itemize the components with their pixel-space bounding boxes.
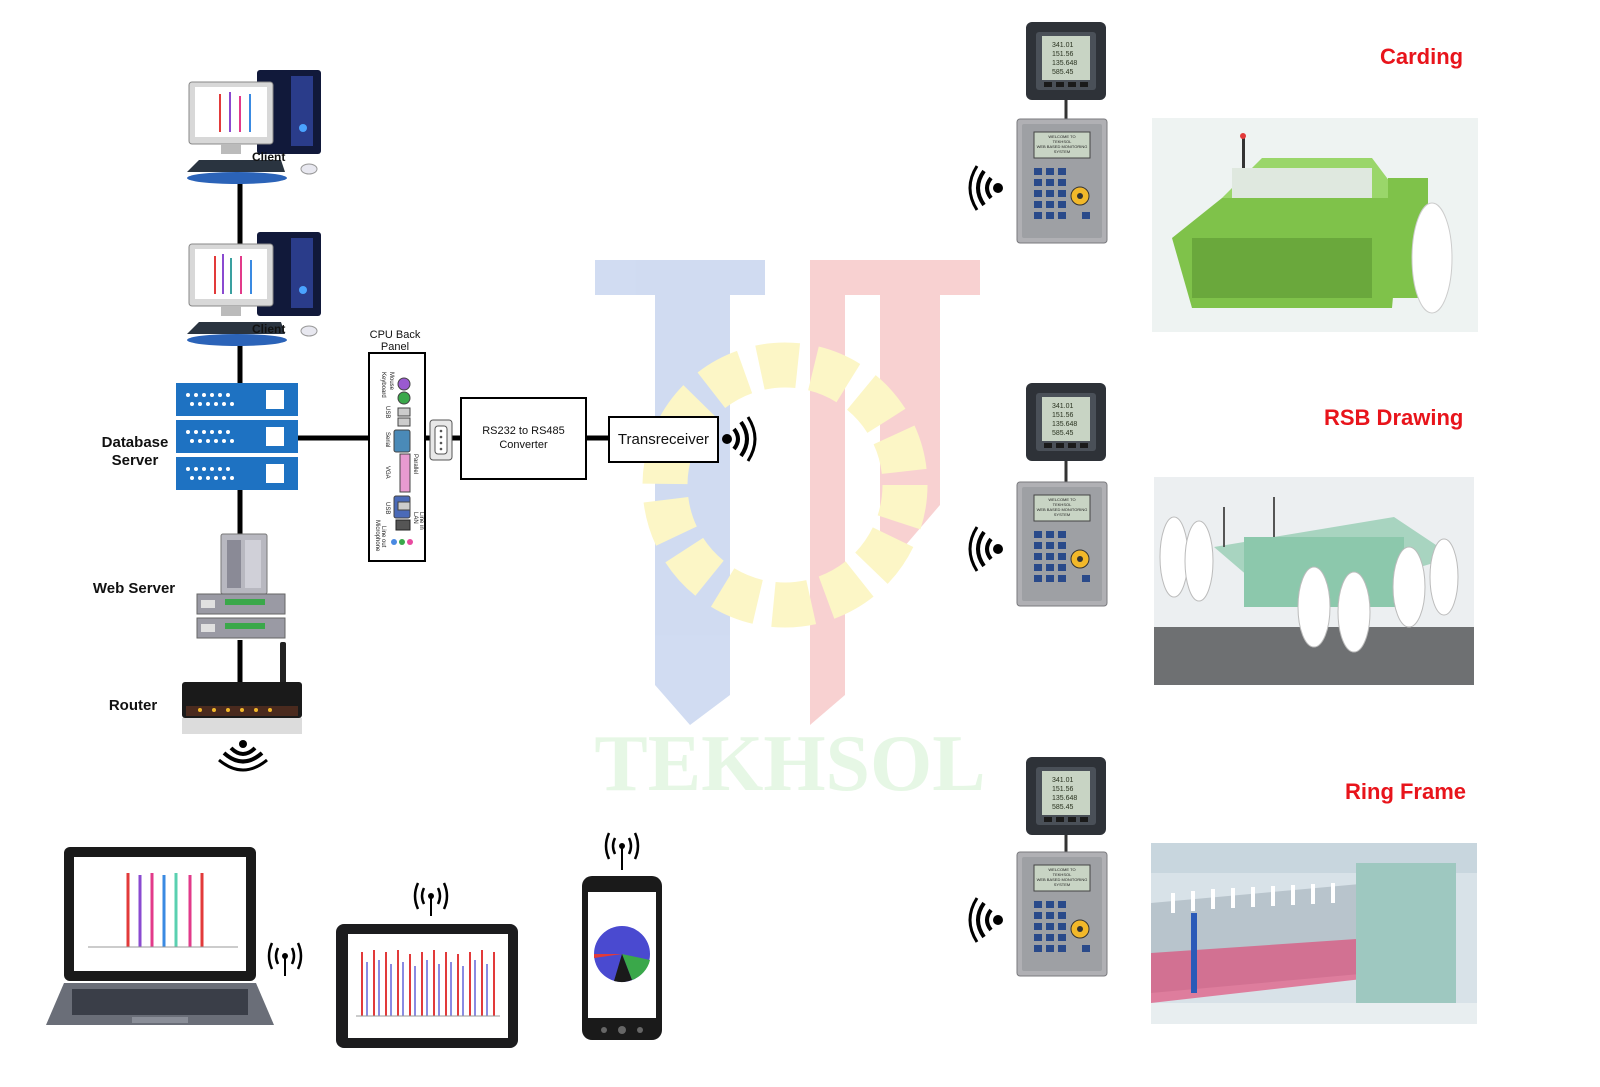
meter-value-2: 151.56 [1052,51,1074,58]
controller-rsb-drawing[interactable]: WELCOME TO TEKHSOL WEB BASED MONITORING … [1016,481,1108,607]
rs232-rs485-converter[interactable]: RS232 to RS485 Converter [460,397,587,480]
machine-image-rsb-drawing [1154,477,1474,685]
controller-system: WEB BASED MONITORING [1037,507,1088,512]
laptop-wifi-icon [267,942,303,976]
cpu-port-label-parallel: Parallel [412,454,418,474]
cpu-port-label-line-out: Line out [380,526,386,548]
router[interactable] [180,640,305,775]
cpu-port-label-vga: VGA [384,466,390,479]
client-pc-2-label: Client [252,322,286,336]
meter-value-4: 585.45 [1052,430,1074,437]
database-server[interactable] [176,383,300,493]
controller-system: WEB BASED MONITORING [1037,144,1088,149]
power-meter-ring-frame[interactable]: 341.01 151.56 135.648 585.45 [1024,755,1108,837]
router-wifi-icon [218,740,268,772]
cpu-panel-title: CPU Back Panel [369,329,421,353]
phone-dashboard[interactable] [580,874,664,1042]
controller-carding[interactable]: WELCOME TO TEKHSOL WEB BASED MONITORING … [1016,118,1108,244]
meter-value-4: 585.45 [1052,804,1074,811]
cpu-port-label-line-in: Line in [418,512,424,530]
meter-value-1: 341.01 [1052,42,1074,49]
meter-value-2: 151.56 [1052,412,1074,419]
meter-value-3: 135.648 [1052,60,1077,67]
laptop-dashboard[interactable] [42,845,278,1033]
cpu-port-label-usb-1: USB [384,406,390,418]
phone-wifi-icon [604,832,640,870]
meter-value-3: 135.648 [1052,421,1077,428]
controller-welcome: WELCOME TO [1048,497,1075,502]
controller-signal-icon-carding [968,165,1003,211]
controller-system-2: SYSTEM [1054,882,1070,887]
machine-image-ring-frame [1151,843,1477,1024]
tablet-wifi-icon [413,882,449,916]
controller-welcome: WELCOME TO [1048,134,1075,139]
controller-signal-icon-ring-frame [968,897,1003,943]
power-meter-rsb-drawing[interactable]: 341.01 151.56 135.648 585.45 [1024,381,1108,463]
cpu-port-label-microphone: Microphone [374,520,380,552]
controller-brand: TEKHSOL [1053,502,1072,507]
router-label: Router [108,697,158,714]
web-server[interactable] [195,532,287,644]
cpu-port-label-keyboard: Keyboard [380,372,386,398]
controller-signal-icon-rsb-drawing [968,526,1003,572]
watermark-logo: TEKHSOL [594,260,986,808]
client-pc-1-label: Client [252,150,286,164]
machine-title-carding: Carding [1380,44,1464,69]
tablet-dashboard[interactable] [334,922,520,1050]
database-server-label: Database Server [101,434,169,469]
controller-system-2: SYSTEM [1054,512,1070,517]
controller-system-2: SYSTEM [1054,149,1070,154]
client-pc-1[interactable]: Client [185,68,330,186]
meter-value-3: 135.648 [1052,795,1077,802]
meter-value-1: 341.01 [1052,777,1074,784]
transreceiver[interactable]: Transreceiver [608,416,719,463]
serial-connector-icon [429,419,453,461]
machine-image-carding [1152,118,1478,332]
controller-ring-frame[interactable]: WELCOME TO TEKHSOL WEB BASED MONITORING … [1016,851,1108,977]
machine-title-ring-frame: Ring Frame [1345,779,1467,804]
meter-value-4: 585.45 [1052,69,1074,76]
controller-brand: TEKHSOL [1053,139,1072,144]
cpu-port-label-mouse: Mouse [388,372,394,391]
controller-brand: TEKHSOL [1053,872,1072,877]
cpu-port-label-serial: Serial [384,432,390,447]
power-meter-carding[interactable]: 341.01 151.56 135.648 585.45 [1024,20,1108,102]
machine-title-rsb-drawing: RSB Drawing [1324,405,1464,430]
meter-value-2: 151.56 [1052,786,1074,793]
web-server-label: Web Server [92,580,176,597]
client-pc-2[interactable]: Client [185,230,330,348]
cpu-back-panel[interactable]: Mouse Keyboard USB Serial Parallel VGA U… [368,352,426,562]
controller-system: WEB BASED MONITORING [1037,877,1088,882]
cpu-port-label-lan: LAN [412,512,418,524]
transreceiver-signal-icon [722,416,757,462]
meter-value-1: 341.01 [1052,403,1074,410]
controller-welcome: WELCOME TO [1048,867,1075,872]
cpu-port-label-usb-2: USB [384,502,390,514]
watermark-text: TEKHSOL [594,720,985,808]
